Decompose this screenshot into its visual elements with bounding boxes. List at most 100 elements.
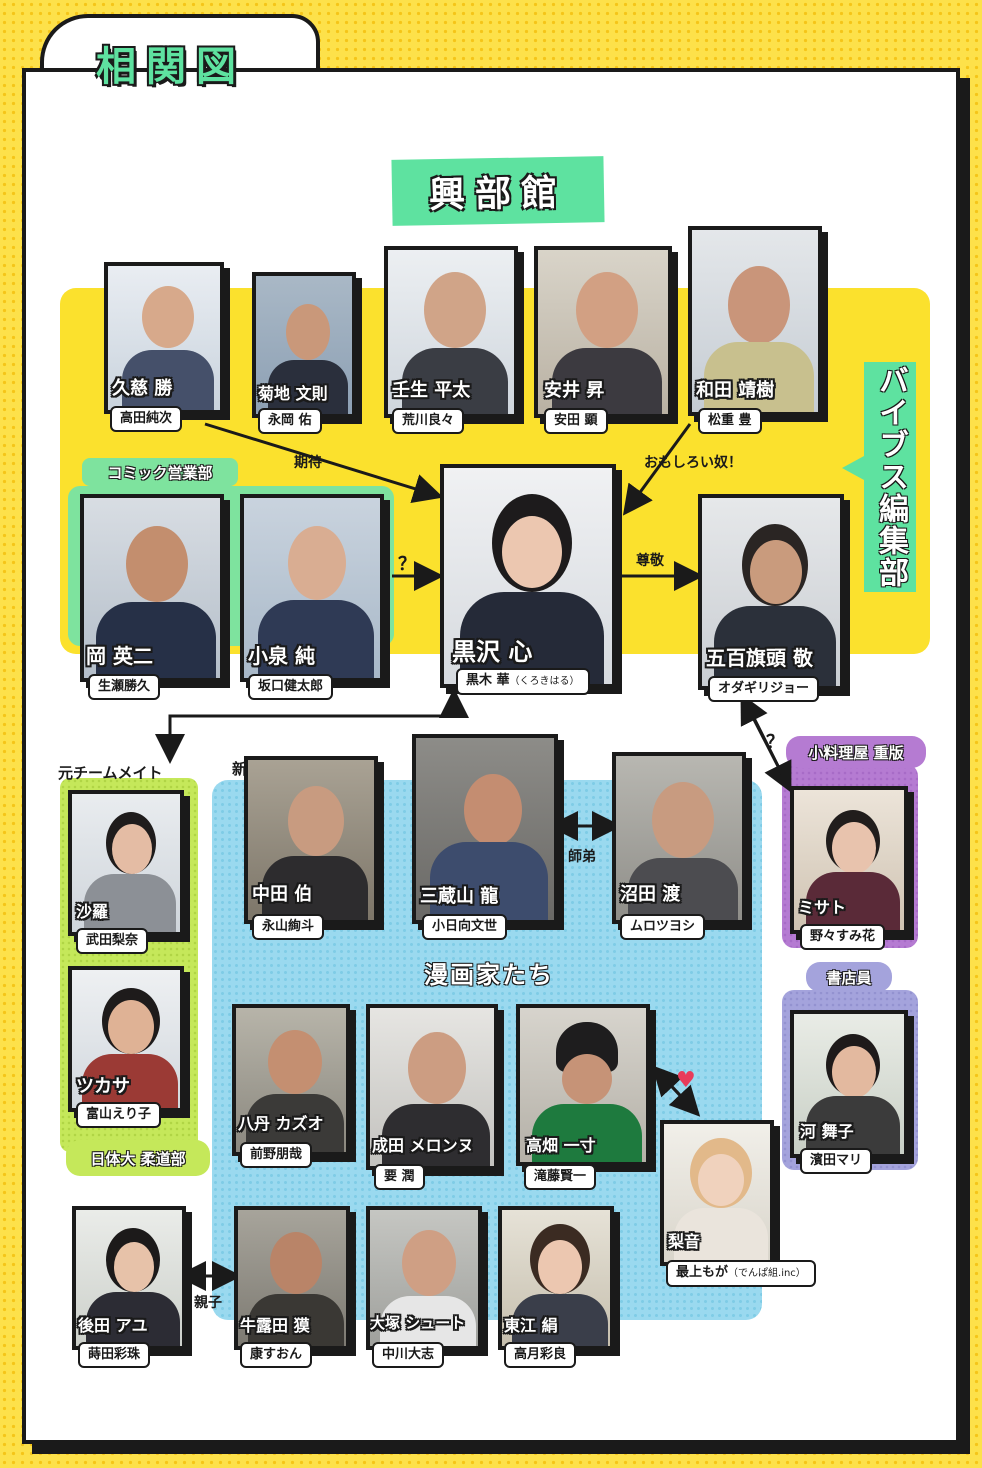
actor-mibu: 荒川良々 [392,408,465,434]
vibes-label: バイブス編集部 [864,362,916,592]
relation-question1: ？ [398,554,416,575]
photo-koizumi [244,498,380,678]
actor-rinne: 最上もが（でんぱ組.inc） [666,1260,816,1287]
card-otsuka [366,1206,482,1350]
photo-tsukasa [72,970,180,1108]
actor-rinne-note: （でんぱ組.inc） [728,1268,806,1279]
role-koizumi: 小泉 純 [248,644,315,668]
judo-label: 日体大 柔道部 [66,1140,210,1176]
photo-nakata [248,760,374,920]
card-rinne [660,1120,774,1266]
role-tsukasa: ツカサ [76,1076,130,1097]
role-wada: 和田 靖樹 [696,380,775,401]
card-yasui [534,246,672,418]
card-mikurayama [412,734,558,924]
role-higashie: 東江 絹 [504,1316,558,1335]
heart-icon: ♥ [676,1068,696,1093]
role-mikurayama: 三蔵山 龍 [420,886,499,907]
actor-mikurayama: 小日向文世 [422,914,508,940]
actor-kuji: 高田純次 [110,406,183,432]
role-kuji: 久慈 勝 [112,378,173,399]
actor-iokibe: オダギリジョー [708,676,820,702]
role-nakata: 中田 伯 [252,884,313,905]
photo-mibu [388,250,514,414]
relation-question2: ？ [766,732,784,753]
former-team-label: 元チームメイト [58,764,163,782]
photo-kikuchi [256,276,352,414]
relation-interesting: おもしろい奴！ [644,455,742,471]
role-yasui: 安井 昇 [544,380,605,401]
actor-oka: 生瀬勝久 [88,674,161,700]
photo-oka [84,498,220,678]
photo-rinne [664,1124,770,1262]
photo-kuji [108,266,220,410]
photo-takahata [520,1008,646,1162]
role-kurosawa: 黒沢 心 [452,638,533,666]
actor-kurosawa-name: 黒木 華 [466,673,510,688]
photo-iokibe [702,498,840,686]
arrow-interesting [622,423,692,516]
actor-wada: 松重 豊 [698,408,762,434]
card-mibu [384,246,518,418]
card-kurosawa [440,464,616,688]
photo-ushiroda [238,1210,346,1346]
role-otsuka: 大塚 シュート [370,1314,466,1332]
manga-artists-label: 漫画家たち [424,960,554,989]
role-goda: 後田 アユ [78,1316,148,1335]
card-hachioka [232,1004,350,1156]
relation-respect: 尊敬 [636,553,664,569]
actor-kikuchi: 永岡 佑 [258,408,322,434]
actor-tsukasa: 富山えり子 [76,1102,162,1128]
actor-numata: ムロツヨシ [620,914,706,940]
restaurant-label: 小料理屋 重版 [786,736,926,768]
actor-higashie: 高月彩良 [504,1342,577,1368]
card-sara [68,790,184,936]
photo-hachioka [236,1008,346,1152]
role-ushiroda: 牛露田 獏 [240,1316,310,1335]
card-higashie [498,1206,614,1350]
actor-takahata: 滝藤賢一 [524,1164,597,1190]
comic-sales-label: コミック営業部 [82,458,238,486]
role-oka: 岡 英二 [86,644,153,668]
card-narita [366,1004,498,1170]
role-iokibe: 五百旗頭 敬 [706,646,813,670]
role-numata: 沼田 渡 [620,884,681,905]
photo-misato [794,790,904,930]
card-kuji [104,262,224,414]
role-kawa: 河 舞子 [800,1122,854,1141]
actor-misato: 野々すみ花 [800,924,886,950]
actor-sara: 武田梨奈 [76,928,149,954]
actor-rinne-name: 最上もが [676,1265,729,1280]
page-title: 相関図 [96,44,246,90]
vibes-label-tail [842,456,864,480]
actor-kawa: 濱田マリ [800,1148,873,1174]
arrow-misato-back [740,693,784,775]
photo-sara [72,794,180,932]
card-misato [790,786,908,934]
role-rinne: 梨音 [668,1232,701,1251]
card-koizumi [240,494,384,682]
actor-koizumi: 坂口健太郎 [248,674,334,700]
relation-shitei: 師弟 [568,849,596,865]
photo-numata [616,756,742,920]
role-sara: 沙羅 [76,902,109,921]
card-iokibe [698,494,844,690]
actor-nakata: 永山絢斗 [252,914,325,940]
actor-yasui: 安田 顕 [544,408,608,434]
role-narita: 成田 メロンヌ [372,1136,474,1155]
relation-oyako: 親子 [194,1295,222,1311]
arrow-rinne-back [651,1065,690,1106]
photo-goda [76,1210,182,1346]
card-wada [688,226,822,416]
role-kikuchi: 菊地 文則 [258,384,328,403]
actor-kurosawa-note: （くろきはる） [509,676,580,687]
actor-otsuka: 中川大志 [372,1342,445,1368]
role-takahata: 高畑 一寸 [526,1136,596,1155]
photo-otsuka [370,1210,478,1346]
photo-higashie [502,1210,610,1346]
actor-ushiroda: 康すおん [240,1342,313,1368]
photo-kawa [794,1014,904,1154]
actor-kurosawa: 黒木 華（くろきはる） [456,668,590,695]
